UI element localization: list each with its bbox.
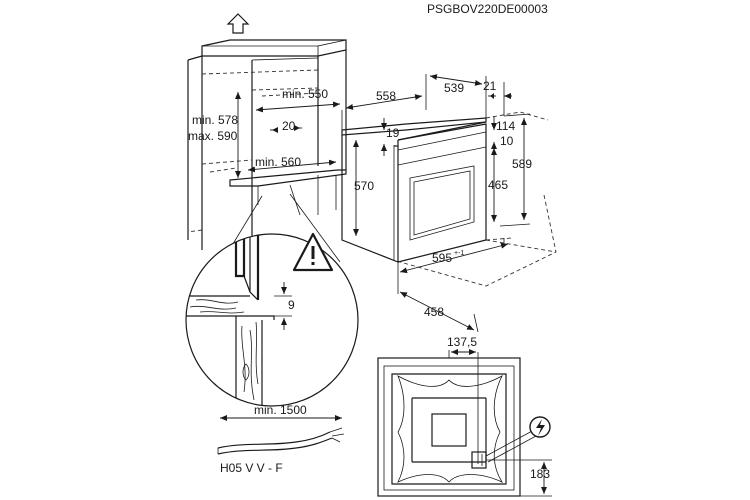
cabinet-dimensions: min. 578 max. 590 min. 550 20 min. 560 xyxy=(188,87,341,178)
dim-539: 539 xyxy=(444,81,464,95)
dim-595-tolerance: +-1 xyxy=(454,250,464,257)
dim-min-578: min. 578 xyxy=(192,113,238,127)
up-arrow-icon xyxy=(226,13,250,34)
oven-rear-view: 137,5 183 xyxy=(377,335,552,497)
oven-drawing xyxy=(341,111,557,287)
dim-max-590: max. 590 xyxy=(188,129,238,143)
dim-137-5: 137,5 xyxy=(447,335,477,349)
cable-drawing: min. 1500 H05 V V - F xyxy=(217,403,345,475)
dim-570: 570 xyxy=(354,179,374,193)
dim-183: 183 xyxy=(530,467,550,481)
dim-min-1500: min. 1500 xyxy=(254,403,307,417)
dim-114: 114 xyxy=(496,119,515,133)
dim-558: 558 xyxy=(376,89,396,103)
oven-dimensions: 558 539 21 19 570 114 10 465 589 xyxy=(341,74,532,333)
dim-595: 595 xyxy=(432,251,452,265)
document-code: PSGBOV220DE00003 xyxy=(427,2,548,16)
electrical-connection-icon xyxy=(529,416,551,438)
warning-triangle-icon xyxy=(292,232,334,272)
dim-589: 589 xyxy=(512,157,532,171)
dim-min-560: min. 560 xyxy=(255,155,301,169)
cable-type: H05 V V - F xyxy=(220,461,283,475)
dim-20: 20 xyxy=(282,119,296,133)
dim-min-550: min. 550 xyxy=(282,87,328,101)
dim-465: 465 xyxy=(488,178,508,192)
detail-magnifier: 9 xyxy=(185,232,359,407)
dim-9: 9 xyxy=(288,298,295,312)
dim-10: 10 xyxy=(500,134,514,148)
dim-19: 19 xyxy=(386,126,400,140)
dim-458: 458 xyxy=(424,305,444,319)
dim-21: 21 xyxy=(483,79,497,93)
